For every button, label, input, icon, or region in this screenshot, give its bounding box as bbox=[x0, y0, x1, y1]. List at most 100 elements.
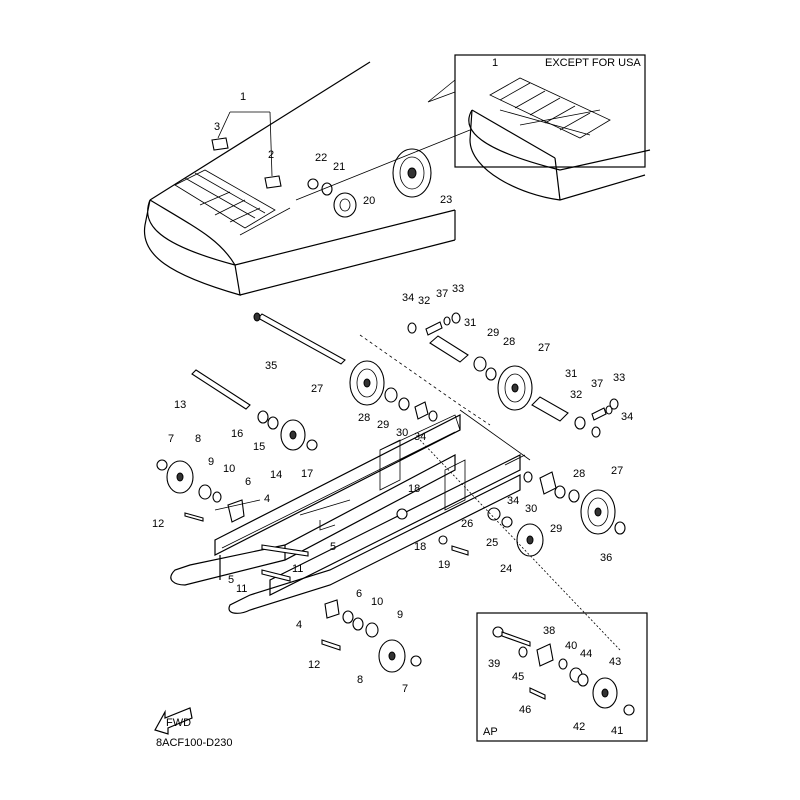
inset-ap bbox=[476, 612, 648, 742]
wheel-part-27-center bbox=[497, 365, 533, 411]
callout-19: 19 bbox=[438, 559, 450, 571]
callout-38: 38 bbox=[543, 625, 555, 637]
callout-31: 31 bbox=[464, 317, 476, 329]
callout-7: 7 bbox=[402, 683, 408, 695]
callout-4: 4 bbox=[296, 619, 302, 631]
track-clip-part-3 bbox=[211, 137, 229, 151]
callout-39: 39 bbox=[488, 658, 500, 670]
shaft-part-35 bbox=[253, 312, 346, 365]
inset-except-usa bbox=[427, 54, 651, 201]
callout-25: 25 bbox=[486, 537, 498, 549]
callout-34: 34 bbox=[402, 292, 414, 304]
small-hardware bbox=[156, 312, 635, 716]
callout-1: 1 bbox=[240, 91, 246, 103]
callout-5: 5 bbox=[330, 541, 336, 553]
callout-29: 29 bbox=[550, 523, 562, 535]
callout-7: 7 bbox=[168, 433, 174, 445]
callout-37: 37 bbox=[591, 378, 603, 390]
callout-22: 22 bbox=[315, 152, 327, 164]
callout-15: 15 bbox=[253, 441, 265, 453]
wheel-part-27-left bbox=[349, 360, 385, 406]
callout-6: 6 bbox=[356, 588, 362, 600]
callout-8: 8 bbox=[195, 433, 201, 445]
callout-18: 18 bbox=[414, 541, 426, 553]
callout-31: 31 bbox=[565, 368, 577, 380]
callout-28: 28 bbox=[358, 412, 370, 424]
callout-45: 45 bbox=[512, 671, 524, 683]
track-clip-part-2 bbox=[264, 175, 282, 189]
diagram-code: 8ACF100-D230 bbox=[156, 737, 232, 749]
callout-37: 37 bbox=[436, 288, 448, 300]
callout-12: 12 bbox=[152, 518, 164, 530]
callout-11: 11 bbox=[236, 583, 247, 595]
callout-46: 46 bbox=[519, 704, 531, 716]
callout-28: 28 bbox=[573, 468, 585, 480]
callout-41: 41 bbox=[611, 725, 623, 737]
wheel-part-42 bbox=[592, 677, 618, 709]
callout-9: 9 bbox=[397, 609, 403, 621]
callout-3: 3 bbox=[214, 121, 220, 133]
shaft-part-31-upper bbox=[429, 335, 469, 363]
callout-27: 27 bbox=[611, 465, 623, 477]
wheel-part-27-right bbox=[580, 489, 616, 535]
callout-23: 23 bbox=[440, 194, 452, 206]
callout-30: 30 bbox=[525, 503, 537, 515]
callout-12: 12 bbox=[308, 659, 320, 671]
callout-5: 5 bbox=[228, 574, 234, 586]
callout-21: 21 bbox=[333, 161, 345, 173]
bolt-part-22 bbox=[307, 178, 319, 190]
callout-17: 17 bbox=[301, 468, 313, 480]
callout-16: 16 bbox=[231, 428, 243, 440]
callout-33: 33 bbox=[613, 372, 625, 384]
callout-2: 2 bbox=[268, 149, 274, 161]
callout-labels: EXCEPT FOR USA 1 AP 8ACF100-D230 1 2 3 2… bbox=[152, 57, 641, 749]
callout-34: 34 bbox=[621, 411, 633, 423]
callout-10: 10 bbox=[223, 463, 235, 475]
callout-27: 27 bbox=[311, 383, 323, 395]
callout-34: 34 bbox=[414, 431, 426, 443]
callout-43: 43 bbox=[609, 656, 621, 668]
callout-14: 14 bbox=[270, 469, 282, 481]
callout-36: 36 bbox=[600, 552, 612, 564]
fwd-arrow-icon: FWD bbox=[154, 707, 193, 735]
inset-ap-caption: AP bbox=[483, 726, 498, 738]
inset-callout: 1 bbox=[492, 57, 498, 69]
wheel-part-14 bbox=[280, 419, 306, 451]
callout-20: 20 bbox=[363, 195, 375, 207]
track-belt bbox=[143, 61, 456, 296]
callout-28: 28 bbox=[503, 336, 515, 348]
callout-18: 18 bbox=[408, 483, 420, 495]
spacer-part-21 bbox=[321, 182, 333, 196]
slide-rail-frame bbox=[170, 414, 526, 614]
wheel-part-24 bbox=[516, 523, 544, 557]
callout-30: 30 bbox=[396, 427, 408, 439]
callout-35: 35 bbox=[265, 360, 277, 372]
wheel-part-8-upper bbox=[166, 460, 194, 494]
callout-6: 6 bbox=[245, 476, 251, 488]
axis-line-top bbox=[295, 129, 471, 201]
callout-29: 29 bbox=[487, 327, 499, 339]
inset-caption: EXCEPT FOR USA bbox=[545, 57, 641, 69]
callout-8: 8 bbox=[357, 674, 363, 686]
callout-24: 24 bbox=[500, 563, 512, 575]
callout-40: 40 bbox=[565, 640, 577, 652]
shaft-part-13 bbox=[191, 369, 251, 410]
idler-wheel-part-23 bbox=[392, 148, 432, 198]
callout-4: 4 bbox=[264, 493, 270, 505]
callout-32: 32 bbox=[418, 295, 430, 307]
callout-26: 26 bbox=[461, 518, 473, 530]
callout-42: 42 bbox=[573, 721, 585, 733]
callout-10: 10 bbox=[371, 596, 383, 608]
idler-wheel-part-20 bbox=[333, 192, 357, 218]
leader-part-1 bbox=[217, 111, 273, 177]
callout-27: 27 bbox=[538, 342, 550, 354]
callout-13: 13 bbox=[174, 399, 186, 411]
callout-34: 34 bbox=[507, 495, 519, 507]
wheel-part-8-lower bbox=[378, 639, 406, 673]
callout-33: 33 bbox=[452, 283, 464, 295]
callout-29: 29 bbox=[377, 419, 389, 431]
leader-lines bbox=[214, 334, 621, 651]
callout-44: 44 bbox=[580, 648, 592, 660]
callout-9: 9 bbox=[208, 456, 214, 468]
